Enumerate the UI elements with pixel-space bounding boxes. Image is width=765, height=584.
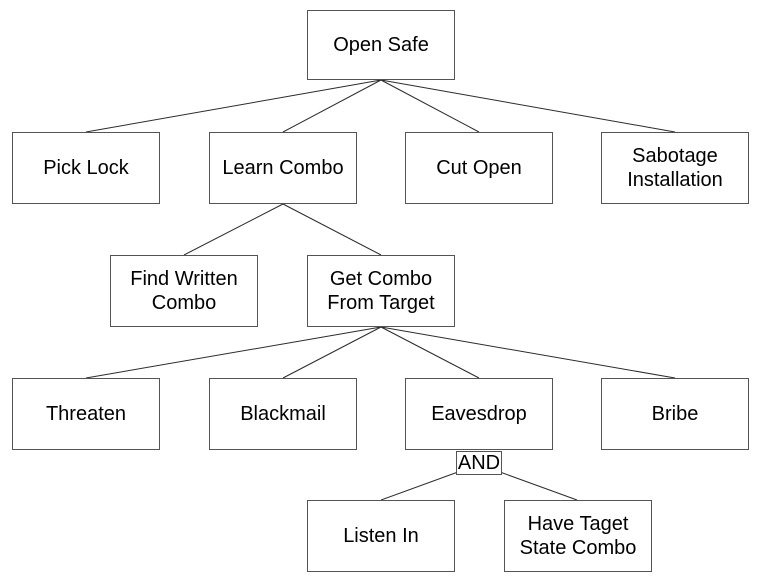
connector-line — [380, 326, 676, 379]
node-get-combo-from-target: Get Combo From Target — [307, 255, 455, 327]
node-threaten: Threaten — [12, 378, 160, 450]
node-eavesdrop: Eavesdrop — [405, 378, 553, 450]
node-find-written-combo: Find Written Combo — [110, 255, 258, 327]
connector-line — [282, 326, 382, 379]
node-have-taget-state-combo: Have Taget State Combo — [504, 500, 652, 572]
connector-line — [282, 79, 382, 133]
node-cut-open: Cut Open — [405, 132, 553, 204]
connector-line — [499, 471, 578, 501]
connector-line — [380, 471, 459, 501]
node-sabotage-installation: Sabotage Installation — [601, 132, 749, 204]
node-learn-combo: Learn Combo — [209, 132, 357, 204]
node-blackmail: Blackmail — [209, 378, 357, 450]
connector-line — [380, 79, 480, 133]
node-bribe: Bribe — [601, 378, 749, 450]
node-pick-lock: Pick Lock — [12, 132, 160, 204]
connector-line — [85, 326, 382, 379]
node-open-safe: Open Safe — [307, 10, 455, 80]
node-listen-in: Listen In — [307, 500, 455, 572]
connector-line — [282, 203, 382, 256]
connector-line — [380, 326, 480, 379]
connector-line — [85, 79, 382, 133]
connector-line — [183, 203, 284, 256]
and-gate: AND — [456, 451, 502, 475]
connector-line — [380, 79, 676, 133]
